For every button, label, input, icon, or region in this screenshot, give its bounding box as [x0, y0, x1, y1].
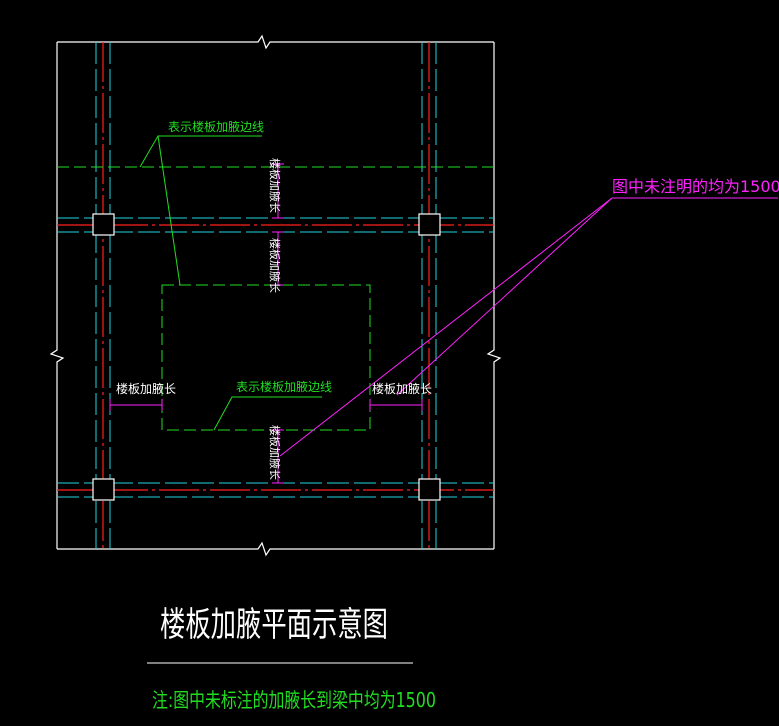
note-leaders — [279, 197, 778, 457]
leader-upper-to-rectangle — [157, 135, 181, 286]
label-edge-line-upper: 表示楼板加腋边线 — [168, 119, 264, 134]
note-leader-to-v3 — [279, 197, 613, 457]
label-haunch-length-v1: 楼板加腋长 — [268, 158, 282, 213]
drawing-title: 楼板加腋平面示意图 — [160, 605, 388, 645]
label-haunch-length-v3: 楼板加腋长 — [268, 425, 282, 480]
note-unmarked-default: 图中未注明的均为1500 — [612, 177, 779, 196]
beam-vertical-right — [421, 42, 437, 549]
column-bottom-left — [92, 478, 115, 501]
column-top-right — [418, 213, 441, 236]
column-top-left — [92, 213, 115, 236]
right-edge-break-line — [486, 42, 502, 549]
haunch-edge-rectangle — [161, 284, 371, 431]
haunch-edge-lines — [57, 166, 494, 431]
left-edge-break-line — [49, 42, 65, 549]
label-haunch-length-left: 楼板加腋长 — [116, 381, 176, 396]
label-haunch-length-right: 楼板加腋长 — [372, 381, 432, 396]
slab-outline — [49, 34, 502, 557]
drawing-footnote: 注:图中未标注的加腋长到梁中均为1500 — [152, 688, 436, 712]
label-edge-line-lower: 表示楼板加腋边线 — [236, 379, 332, 394]
beam-vertical-left — [95, 42, 111, 549]
edge-label-leaders — [139, 135, 322, 431]
label-haunch-length-v2: 楼板加腋长 — [268, 238, 282, 293]
dimension-lines — [109, 163, 423, 484]
leader-lower-to-rectangle — [213, 396, 322, 431]
column-bottom-right — [418, 478, 441, 501]
note-leader-to-right — [396, 197, 613, 396]
top-edge-break-line — [57, 34, 494, 50]
columns — [92, 213, 441, 501]
bottom-edge-break-line — [57, 541, 494, 557]
